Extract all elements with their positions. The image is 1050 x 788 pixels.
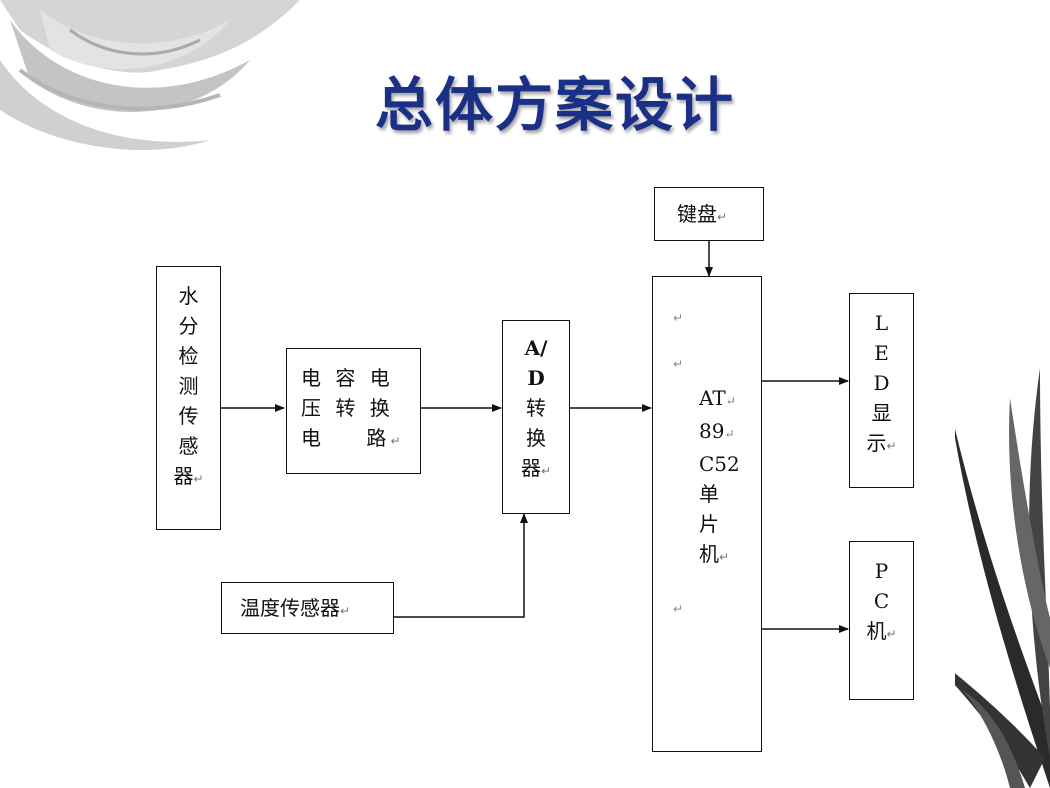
block-keyboard: 键盘↵ <box>654 187 764 241</box>
grass-decoration <box>910 368 1050 788</box>
mcu-line: 89↵ <box>699 419 735 443</box>
ad-line: 转 <box>526 396 546 420</box>
led-line: L <box>874 311 889 335</box>
led-line: 示↵ <box>866 431 897 455</box>
mcu-line: 单 <box>699 482 719 506</box>
return-mark: ↵ <box>724 427 735 441</box>
ad-line: 器↵ <box>520 456 552 480</box>
moisture-sensor-char: 器↵ <box>173 464 204 488</box>
return-mark: ↵ <box>673 357 684 371</box>
mcu-line: AT↵ <box>699 386 736 410</box>
temp-sensor-label: 温度传感器↵ <box>240 596 351 620</box>
ad-line: A/ <box>524 336 548 360</box>
moisture-sensor-char: 检 <box>178 344 199 368</box>
block-led-display: L E D 显 示↵ <box>849 293 914 488</box>
return-mark: ↵ <box>340 604 351 618</box>
block-temperature-sensor: 温度传感器↵ <box>221 582 394 634</box>
led-line: D <box>873 371 890 395</box>
mcu-line: C52 <box>699 452 740 476</box>
return-mark: ↵ <box>390 434 405 448</box>
keyboard-label: 键盘↵ <box>677 202 728 226</box>
pc-line: 机↵ <box>866 619 897 643</box>
return-mark: ↵ <box>717 210 728 224</box>
block-moisture-sensor: 水 分 检 测 传 感 器↵ <box>156 266 221 530</box>
block-cap-voltage-converter: 电 容 电 压 转 换 电 路↵ <box>286 348 421 474</box>
moisture-sensor-char: 感 <box>178 434 199 458</box>
ad-line: D <box>527 366 545 390</box>
return-mark: ↵ <box>886 627 897 641</box>
moisture-sensor-char: 分 <box>178 314 199 338</box>
mcu-line: 片 <box>699 512 719 536</box>
return-mark: ↵ <box>719 550 730 564</box>
return-mark: ↵ <box>673 311 684 325</box>
moisture-sensor-char: 测 <box>178 374 199 398</box>
block-ad-converter: A/ D 转 换 器↵ <box>502 320 570 514</box>
return-mark: ↵ <box>540 464 552 478</box>
block-pc: P C 机↵ <box>849 541 914 700</box>
led-line: E <box>874 341 889 365</box>
led-line: 显 <box>871 401 892 425</box>
converter-row: 压 转 换 <box>301 396 394 420</box>
converter-row: 电 路↵ <box>301 426 405 450</box>
mcu-line: 机↵ <box>699 542 730 566</box>
pc-line: P <box>874 559 889 583</box>
return-mark: ↵ <box>193 472 204 486</box>
arrow-temp-to-ad <box>394 513 528 618</box>
moisture-sensor-char: 水 <box>178 284 199 308</box>
converter-row: 电 容 电 <box>301 366 394 390</box>
pc-line: C <box>873 589 890 613</box>
return-mark: ↵ <box>725 394 736 408</box>
ad-line: 换 <box>526 426 546 450</box>
block-mcu: ↵ ↵ ↵ AT↵ 89↵ C52 单 片 机↵ <box>652 276 762 752</box>
slide-title: 总体方案设计 <box>374 71 735 139</box>
ink-swirl-decoration <box>0 0 300 150</box>
return-mark: ↵ <box>673 602 684 616</box>
return-mark: ↵ <box>886 439 897 453</box>
moisture-sensor-char: 传 <box>178 404 199 428</box>
